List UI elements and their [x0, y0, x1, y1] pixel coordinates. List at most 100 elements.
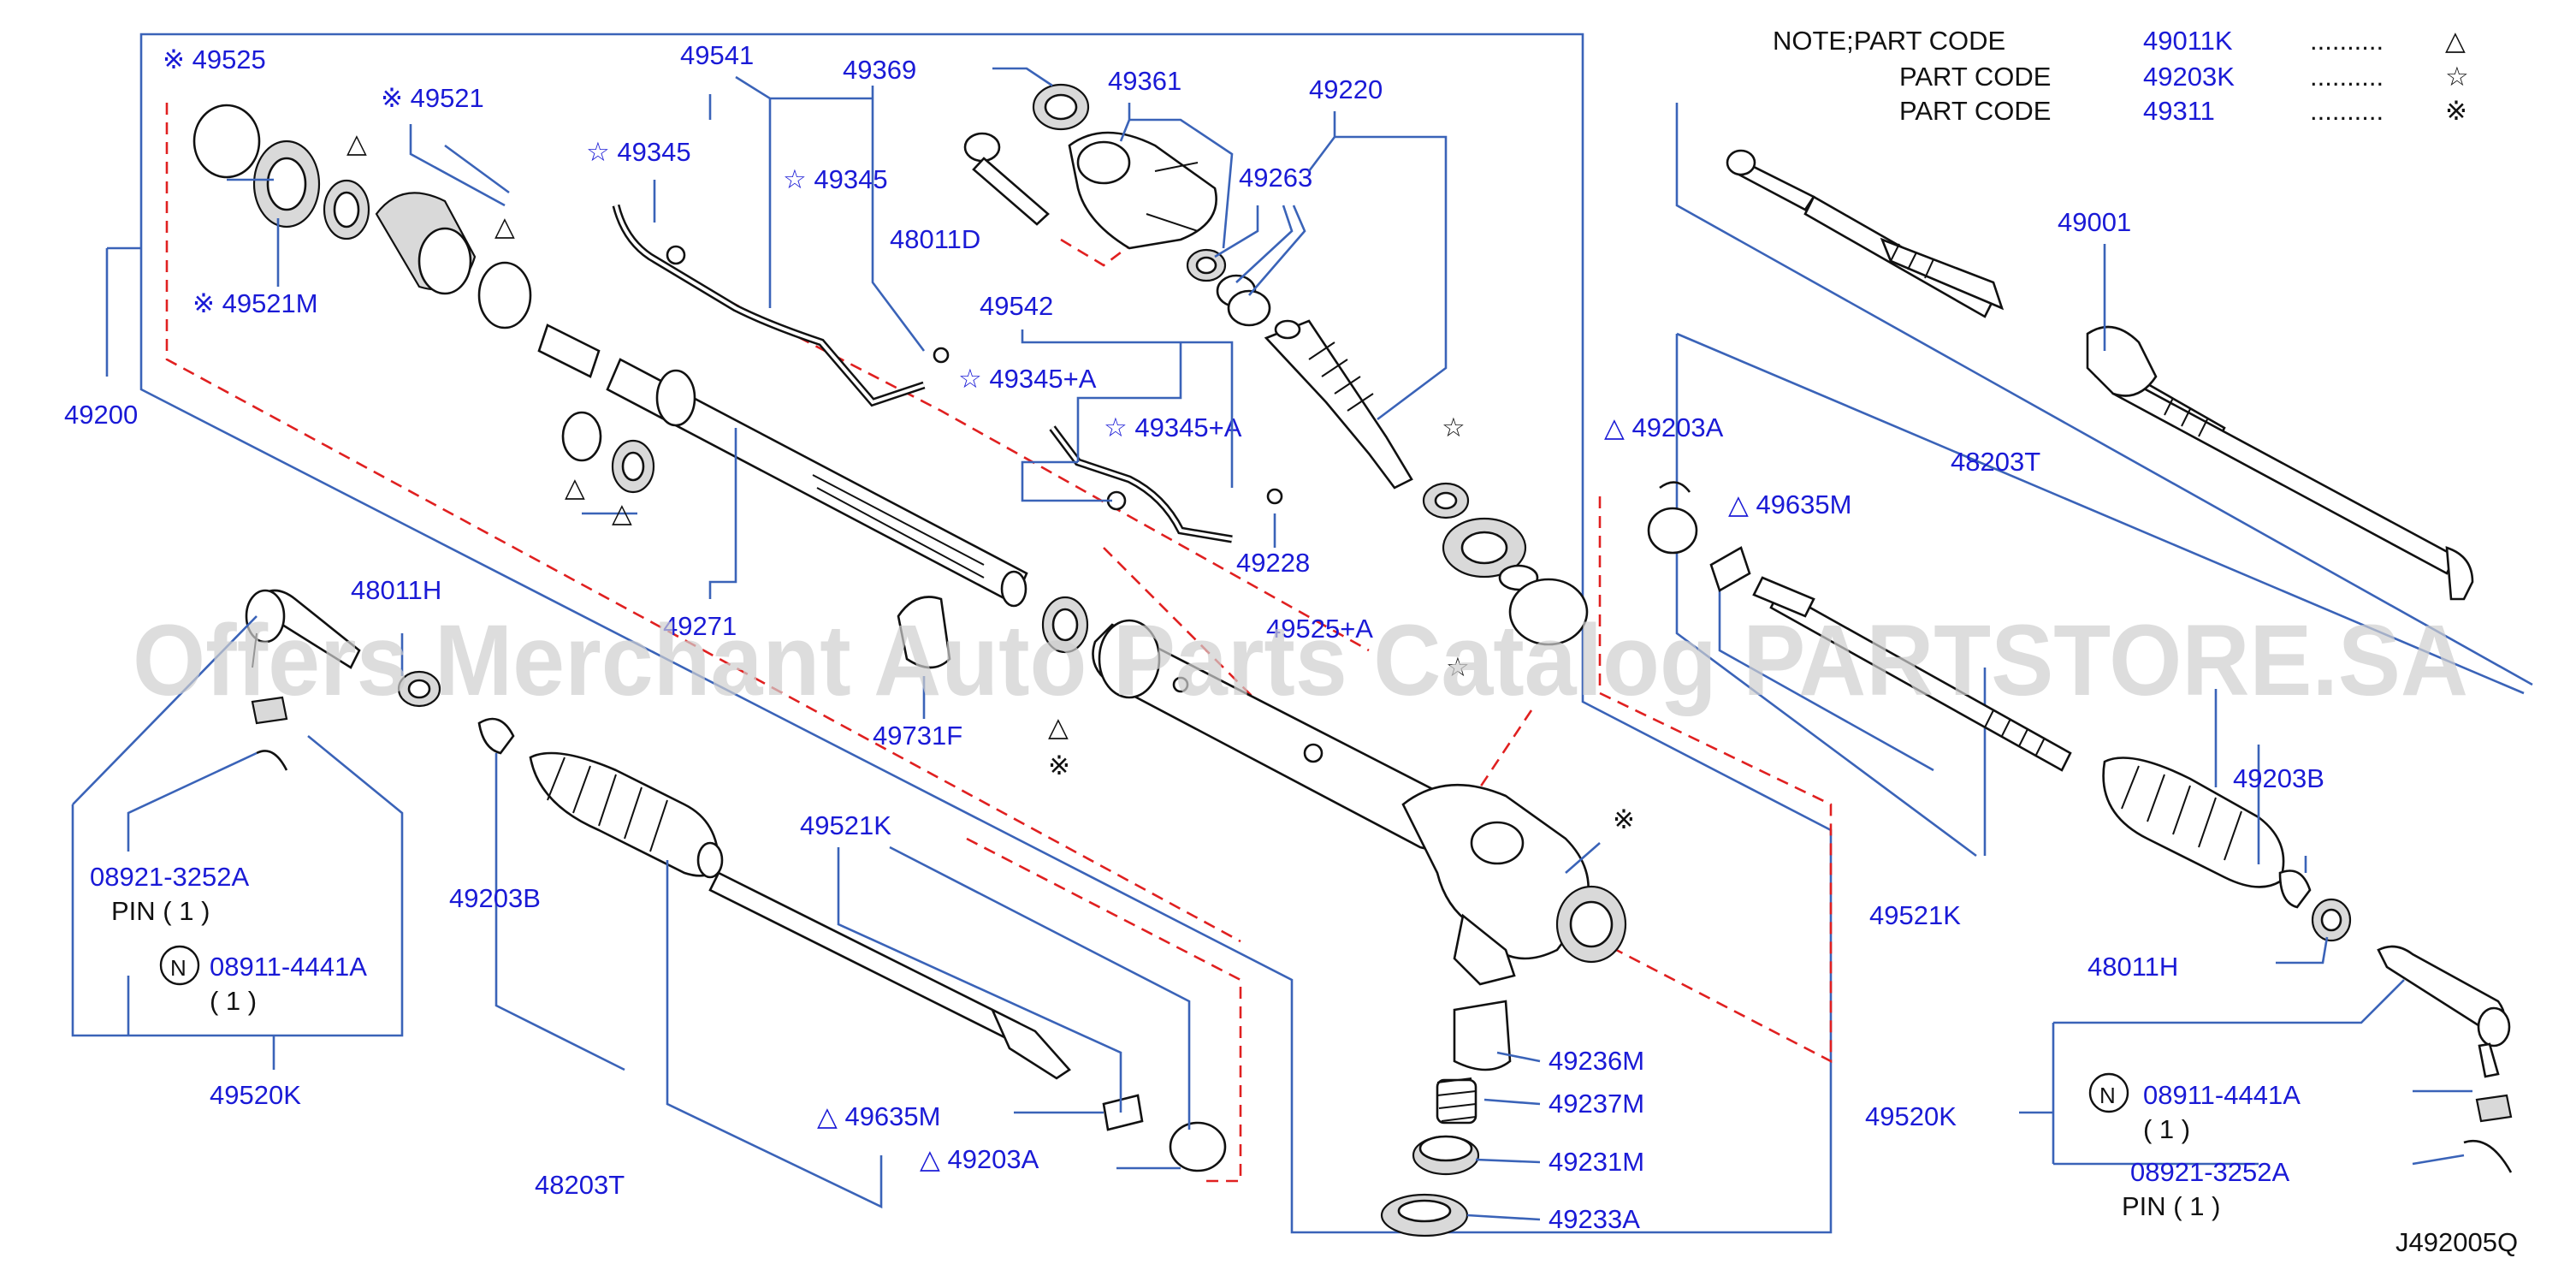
pipe-49541-inner — [614, 205, 925, 405]
label-49520K-left: 49520K — [210, 1080, 301, 1110]
label-qty-right: ( 1 ) — [2143, 1114, 2190, 1144]
symbol-star-cover: ☆ — [1446, 652, 1470, 682]
note-row-3-prefix: PART CODE — [1899, 96, 2051, 126]
label-49731F: 49731F — [873, 721, 962, 751]
label-48011H-left: 48011H — [351, 575, 441, 605]
label-49635M-left: △ 49635M — [817, 1101, 940, 1131]
assembly-49200-leader — [105, 246, 141, 377]
label-49345A-1: ☆ 49345+A — [958, 364, 1097, 394]
label-08921-left: 08921-3252A — [90, 862, 249, 892]
valve-housing-49361 — [1068, 131, 1217, 250]
label-08921-right: 08921-3252A — [2130, 1157, 2289, 1187]
seal-49369 — [1032, 83, 1090, 131]
ring-small — [323, 179, 370, 240]
label-49345-b: ☆ 49345 — [783, 164, 888, 194]
label-49521K-right: 49521K — [1869, 900, 1961, 930]
label-48011D: 48011D — [890, 224, 980, 254]
label-49001: 49001 — [2058, 207, 2131, 237]
note-row-2-code: 49203K — [2143, 62, 2235, 92]
pinion-valve-49220 — [1264, 319, 1413, 490]
right-group-outline — [1675, 332, 2525, 858]
rack-bar-49271 — [537, 323, 1028, 608]
diagram-id: J492005Q — [2395, 1227, 2518, 1257]
tie-rod-end-left — [245, 589, 361, 669]
pipe-49542 — [1049, 425, 1233, 543]
label-49231M: 49231M — [1549, 1147, 1644, 1177]
leader-rack-seals — [582, 428, 737, 599]
label-49525A: 49525+A — [1266, 614, 1373, 644]
clip-49203A-right — [1647, 507, 1698, 555]
seals-49263 — [1216, 274, 1271, 327]
cotter-pin-left — [256, 750, 288, 771]
pipe-49542-inner — [1051, 426, 1233, 541]
label-49228: 49228 — [1236, 548, 1310, 578]
symbol-tri-b: △ — [494, 211, 515, 241]
bearing-upper — [1422, 482, 1470, 519]
label-49521: ※ 49521 — [381, 83, 484, 113]
label-49263: 49263 — [1239, 163, 1312, 193]
note-row-3-dots: .......... — [2310, 96, 2384, 126]
clamp-49203B-right — [2278, 869, 2312, 909]
leader-49361 — [1119, 103, 1234, 249]
label-49541: 49541 — [680, 40, 754, 70]
leader-right-parts — [2052, 689, 2472, 1166]
clamp-49203B-left — [477, 717, 515, 755]
label-49203A-right: △ 49203A — [1604, 412, 1724, 442]
label-49542: 49542 — [980, 291, 1053, 321]
label-49236M: 49236M — [1549, 1046, 1644, 1076]
seal-49361-small — [1186, 248, 1227, 282]
label-49520K-right: 49520K — [1865, 1101, 1957, 1131]
label-49203B-left: 49203B — [449, 883, 541, 913]
retainer-49236M — [1453, 1000, 1512, 1071]
leader-49220 — [1307, 111, 1448, 421]
spring-49237M — [1436, 1077, 1477, 1125]
watermark: Offers Merchant Auto Parts Catalog PARTS… — [133, 604, 2468, 717]
leader-49541 — [708, 75, 926, 352]
rack-housing — [1092, 619, 1627, 986]
note-row-1-code: 49011K — [2143, 26, 2233, 56]
label-49361: 49361 — [1108, 66, 1181, 96]
bracket-49731F — [897, 596, 951, 669]
gear-assembly-49001 — [1726, 149, 2474, 601]
leader-49521 — [227, 124, 510, 287]
leader-lower-parts — [1466, 1051, 1541, 1221]
assembly-outline-left — [139, 33, 1833, 1234]
nut-48011H-right — [2311, 898, 2352, 942]
leader-49542 — [1021, 329, 1234, 502]
clip-49203A-right-top — [1659, 481, 1691, 493]
cover-49525A — [1508, 578, 1589, 646]
dashed-guide-right — [1598, 496, 1833, 1064]
clip-49203A-left — [1169, 1121, 1227, 1172]
label-49345-a: ☆ 49345 — [586, 137, 691, 167]
note-row-1-prefix: NOTE;PART CODE — [1773, 26, 2005, 56]
nut-castle-left — [251, 696, 288, 725]
symbol-tri-center: △ — [1048, 712, 1069, 742]
label-49369: 49369 — [843, 55, 916, 85]
label-08911-left: 08911-4441A — [210, 952, 367, 982]
label-qty-left: ( 1 ) — [210, 986, 257, 1016]
cotter-pin-right — [2463, 1139, 2513, 1173]
boot-48203T-left — [529, 751, 724, 879]
label-49203A-left: △ 49203A — [920, 1144, 1039, 1174]
washer-49635M-left — [1102, 1094, 1144, 1131]
label-49233A: 49233A — [1549, 1204, 1640, 1234]
nut-castle-right — [2475, 1094, 2513, 1123]
note-row-2-prefix: PART CODE — [1899, 62, 2051, 92]
o-ring-rack-a — [561, 411, 602, 462]
note-row-3-code: 49311 — [2143, 96, 2215, 126]
label-49521M: ※ 49521M — [192, 288, 318, 318]
leader-left-rod — [494, 753, 1191, 1209]
bolt-48011D — [963, 132, 1050, 226]
inner-rod-49521K-left — [708, 871, 1071, 1080]
pipe-seal-d — [1266, 488, 1283, 505]
note-row-1-symbol: △ — [2445, 26, 2466, 56]
leader-49635M-left — [1014, 1111, 1181, 1170]
label-49203B-right: 49203B — [2233, 763, 2324, 793]
dashed-guide-left — [165, 103, 1241, 943]
svg-text:N: N — [170, 955, 187, 981]
adjust-screw-49231M — [1412, 1135, 1480, 1176]
bearing-lower — [1442, 517, 1527, 579]
label-49200: 49200 — [64, 400, 138, 430]
washer-49635M-right — [1709, 546, 1751, 592]
bushing-49521 — [375, 192, 477, 295]
